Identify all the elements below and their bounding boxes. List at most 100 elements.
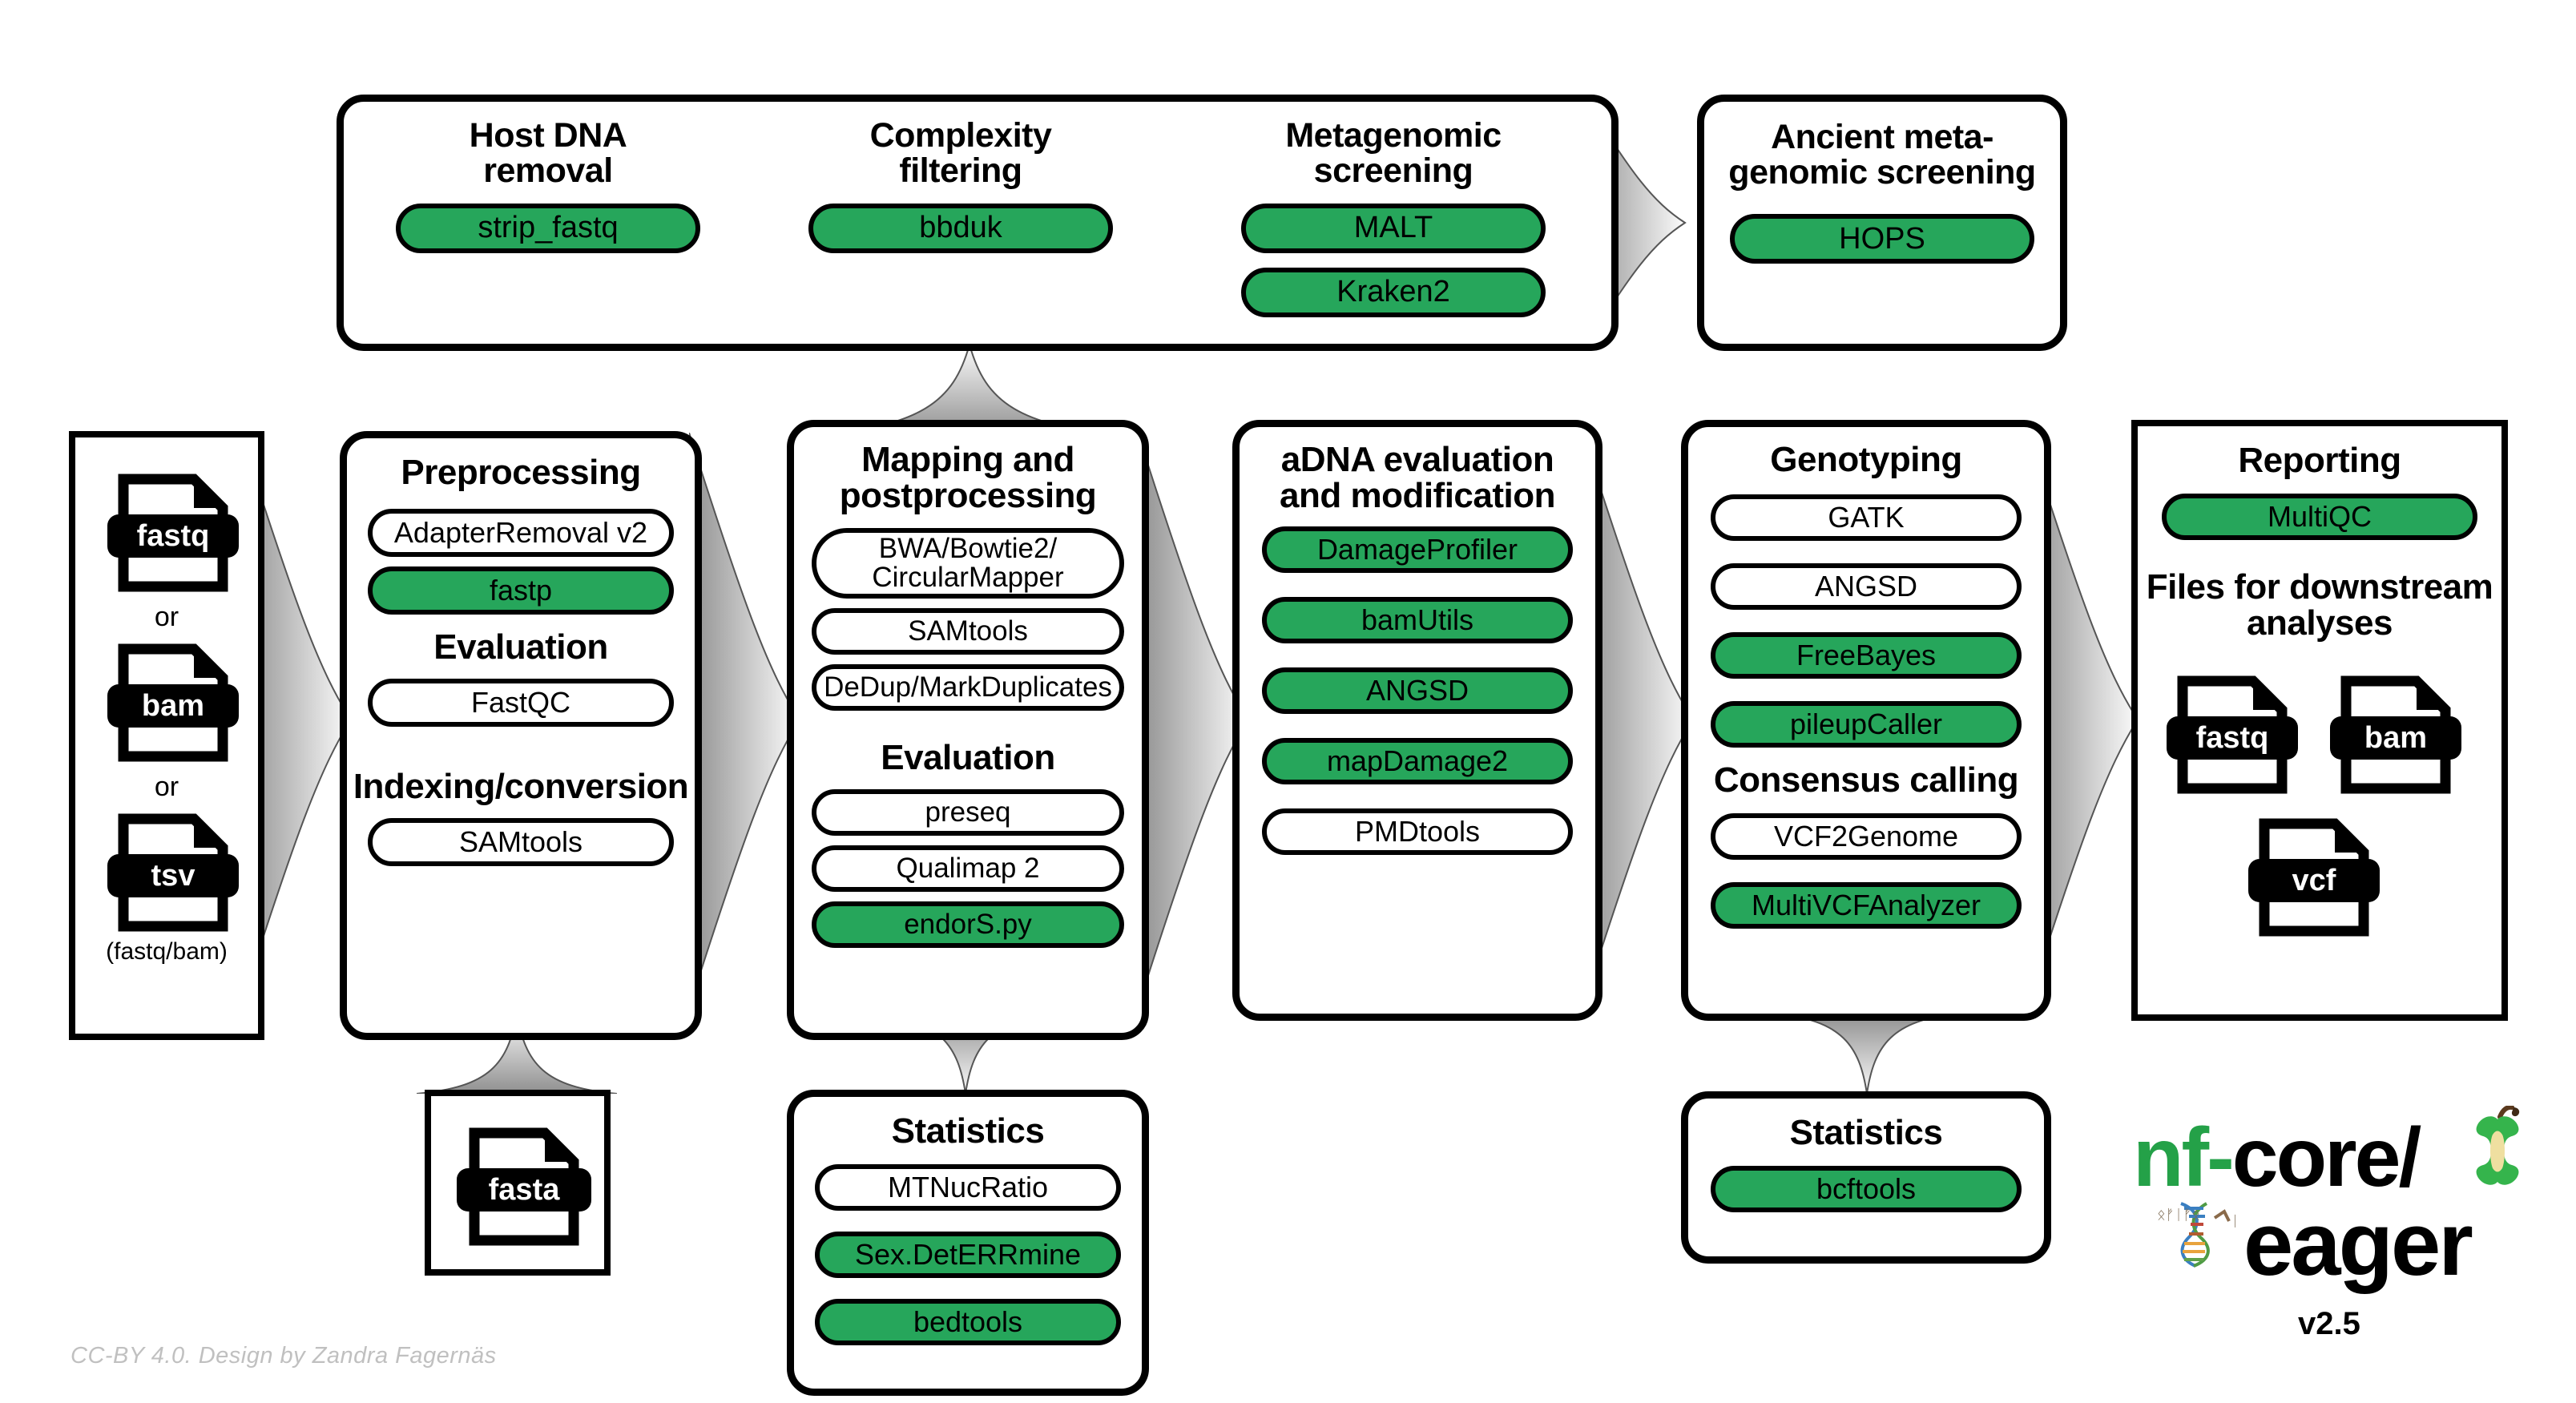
tool-pill-multiqc[interactable]: MultiQC bbox=[2162, 494, 2477, 540]
file-label: fastq bbox=[2195, 720, 2269, 755]
tool-pill-bedtools[interactable]: bedtools bbox=[815, 1299, 1121, 1345]
tool-pill-sex-deterrmine[interactable]: Sex.DetERRmine bbox=[815, 1232, 1121, 1278]
logo-nf-text: nf- bbox=[2133, 1111, 2235, 1204]
dna-helix-icon: ᛟᚠᛁᚠᛟ ᛁ bbox=[2157, 1202, 2239, 1268]
file-label-band: fasta bbox=[457, 1168, 591, 1211]
tool-label: HOPS bbox=[1839, 221, 1925, 256]
tool-pill-multivcfanalyzer[interactable]: MultiVCFAnalyzer bbox=[1711, 882, 2022, 929]
tool-pill-samtools[interactable]: SAMtools bbox=[368, 818, 674, 866]
tool-pill-freebayes[interactable]: FreeBayes bbox=[1711, 632, 2022, 679]
column-title: Genotyping bbox=[1770, 440, 1962, 479]
tool-label: MultiQC bbox=[2267, 499, 2372, 533]
reporting-subtitle: Files for downstream analyses bbox=[2146, 567, 2493, 643]
tool-label: bedtools bbox=[913, 1304, 1023, 1338]
file-label-band: fastq bbox=[107, 514, 239, 558]
statistics-title: Statistics bbox=[891, 1111, 1045, 1151]
tool-pill-bcftools[interactable]: bcftools bbox=[1711, 1166, 2022, 1212]
tool-label: SAMtools bbox=[908, 615, 1028, 647]
tool-pill-dedup-markduplicates[interactable]: DeDup/MarkDuplicates bbox=[812, 664, 1124, 711]
file-icon-fastq: fastq bbox=[2167, 675, 2298, 795]
tool-pill-fastp[interactable]: fastp bbox=[368, 566, 674, 615]
tool-pill-malt[interactable]: MALT bbox=[1241, 203, 1546, 253]
screening-container: Host DNA removal strip_fastq Complexity … bbox=[337, 95, 1619, 351]
tool-pill-bwa-bowtie2-circularmapper[interactable]: BWA/Bowtie2/ CircularMapper bbox=[812, 528, 1124, 599]
tool-pill-qualimap-2[interactable]: Qualimap 2 bbox=[812, 845, 1124, 892]
section-metagenomic-screening: Metagenomic screening MALT Kraken2 bbox=[1233, 118, 1554, 317]
file-label: fastq bbox=[136, 518, 210, 553]
nf-core-eager-logo: nf-core/ ᛟᚠᛁᚠᛟ ᛁ eager v2.5 bbox=[2115, 1106, 2532, 1346]
arrow-preprocessing-to-mapping bbox=[689, 433, 801, 1009]
tool-label: pileupCaller bbox=[1789, 707, 1943, 740]
tool-label: ANGSD bbox=[1814, 569, 1918, 603]
tool-label: SAMtools bbox=[458, 824, 583, 858]
file-label-band: fastq bbox=[2167, 716, 2298, 760]
file-icon-bam: bam bbox=[107, 643, 239, 763]
group-heading-evaluation: Evaluation bbox=[433, 627, 608, 667]
column-adna: aDNA evaluation and modification DamageP… bbox=[1232, 420, 1602, 1021]
tool-pill-strip-fastq[interactable]: strip_fastq bbox=[396, 203, 700, 253]
file-label: bam bbox=[2364, 720, 2428, 755]
credit-text: CC-BY 4.0. Design by Zandra Fagernäs bbox=[71, 1343, 497, 1369]
tool-label: FastQC bbox=[470, 685, 570, 719]
input-separator-1: or bbox=[154, 602, 179, 632]
section-complexity-filtering: Complexity filtering bbduk bbox=[780, 118, 1141, 253]
tool-label: MTNucRatio bbox=[887, 1170, 1049, 1203]
tool-label: DamageProfiler bbox=[1316, 532, 1518, 566]
tool-label: endorS.py bbox=[904, 909, 1032, 941]
tool-label: MALT bbox=[1353, 211, 1433, 245]
tool-pill-fastqc[interactable]: FastQC bbox=[368, 679, 674, 727]
column-mapping: Mapping and postprocessing BWA/Bowtie2/ … bbox=[787, 420, 1149, 1040]
tool-label: bbduk bbox=[919, 211, 1002, 245]
tool-pill-vcf2genome[interactable]: VCF2Genome bbox=[1711, 813, 2022, 860]
file-label-band: tsv bbox=[107, 854, 239, 897]
tool-label: mapDamage2 bbox=[1326, 744, 1509, 777]
tool-pill-adapterremoval-v2[interactable]: AdapterRemoval v2 bbox=[368, 509, 674, 557]
section-title: Metagenomic screening bbox=[1285, 116, 1502, 191]
tool-label: Qualimap 2 bbox=[896, 853, 1040, 885]
group-heading-consensus-calling: Consensus calling bbox=[1713, 760, 2019, 800]
tool-pill-angsd[interactable]: ANGSD bbox=[1711, 563, 2022, 610]
file-label: fasta bbox=[488, 1172, 560, 1207]
tool-pill-pileupcaller[interactable]: pileupCaller bbox=[1711, 701, 2022, 748]
file-label-band: bam bbox=[107, 684, 239, 728]
reference-fasta-box: fasta bbox=[425, 1090, 611, 1276]
section-host-dna-removal: Host DNA removal strip_fastq bbox=[368, 118, 728, 253]
apple-core-icon bbox=[2476, 1106, 2520, 1185]
column-preprocessing: Preprocessing AdapterRemoval v2 fastp Ev… bbox=[340, 431, 702, 1040]
tool-pill-kraken2[interactable]: Kraken2 bbox=[1241, 267, 1546, 317]
tool-pill-endors-py[interactable]: endorS.py bbox=[812, 901, 1124, 948]
tool-pill-gatk[interactable]: GATK bbox=[1711, 494, 2022, 541]
tool-pill-samtools[interactable]: SAMtools bbox=[812, 608, 1124, 655]
tool-label: AdapterRemoval v2 bbox=[393, 515, 648, 549]
tool-pill-angsd[interactable]: ANGSD bbox=[1262, 667, 1573, 714]
tool-label: bamUtils bbox=[1361, 603, 1474, 636]
tool-label: bcftools bbox=[1816, 1171, 1917, 1205]
file-icon-bam: bam bbox=[2330, 675, 2461, 795]
input-note: (fastq/bam) bbox=[106, 938, 228, 965]
statistics-mapping-box: Statistics MTNucRatio Sex.DetERRmine bed… bbox=[787, 1090, 1149, 1396]
file-icon-tsv: tsv bbox=[107, 812, 239, 933]
tool-pill-bbduk[interactable]: bbduk bbox=[808, 203, 1113, 253]
file-icon-fasta: fasta bbox=[457, 1127, 591, 1247]
tool-pill-hops[interactable]: HOPS bbox=[1730, 214, 2034, 264]
tool-pill-damageprofiler[interactable]: DamageProfiler bbox=[1262, 526, 1573, 573]
tool-label: FreeBayes bbox=[1796, 638, 1937, 671]
tool-pill-bamutils[interactable]: bamUtils bbox=[1262, 597, 1573, 643]
file-label: tsv bbox=[151, 858, 196, 893]
tool-label: MultiVCFAnalyzer bbox=[1751, 888, 1981, 921]
tool-label: preseq bbox=[925, 796, 1011, 828]
column-reporting: Reporting MultiQC Files for downstream a… bbox=[2131, 420, 2508, 1021]
input-files-box: fastq or bam or tsv (fastq/bam) bbox=[69, 431, 264, 1040]
column-genotyping: Genotyping GATK ANGSD FreeBayes pileupCa… bbox=[1681, 420, 2051, 1021]
column-title: Mapping and postprocessing bbox=[839, 440, 1097, 516]
svg-text:ᛁ: ᛁ bbox=[2231, 1213, 2239, 1229]
file-label: vcf bbox=[2292, 863, 2336, 897]
tool-pill-mapdamage2[interactable]: mapDamage2 bbox=[1262, 738, 1573, 784]
tool-label: DeDup/MarkDuplicates bbox=[824, 671, 1112, 704]
tool-pill-mtnucratio[interactable]: MTNucRatio bbox=[815, 1164, 1121, 1211]
logo-core-text: core/ bbox=[2231, 1111, 2422, 1204]
tool-pill-preseq[interactable]: preseq bbox=[812, 789, 1124, 836]
tool-pill-pmdtools[interactable]: PMDtools bbox=[1262, 808, 1573, 855]
column-title: aDNA evaluation and modification bbox=[1280, 440, 1556, 516]
